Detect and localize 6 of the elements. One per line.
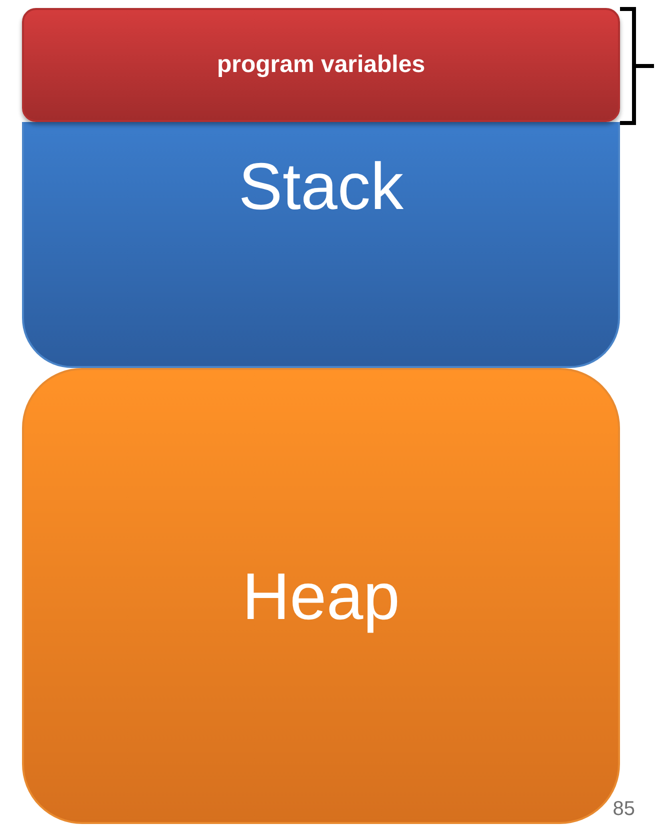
page-number: 85 (612, 798, 635, 821)
block-label: Heap (242, 558, 400, 634)
stack-block (22, 122, 620, 368)
block-label: Stack (238, 148, 404, 224)
block-label: program variables (216, 51, 426, 79)
variables-bar (22, 8, 620, 122)
